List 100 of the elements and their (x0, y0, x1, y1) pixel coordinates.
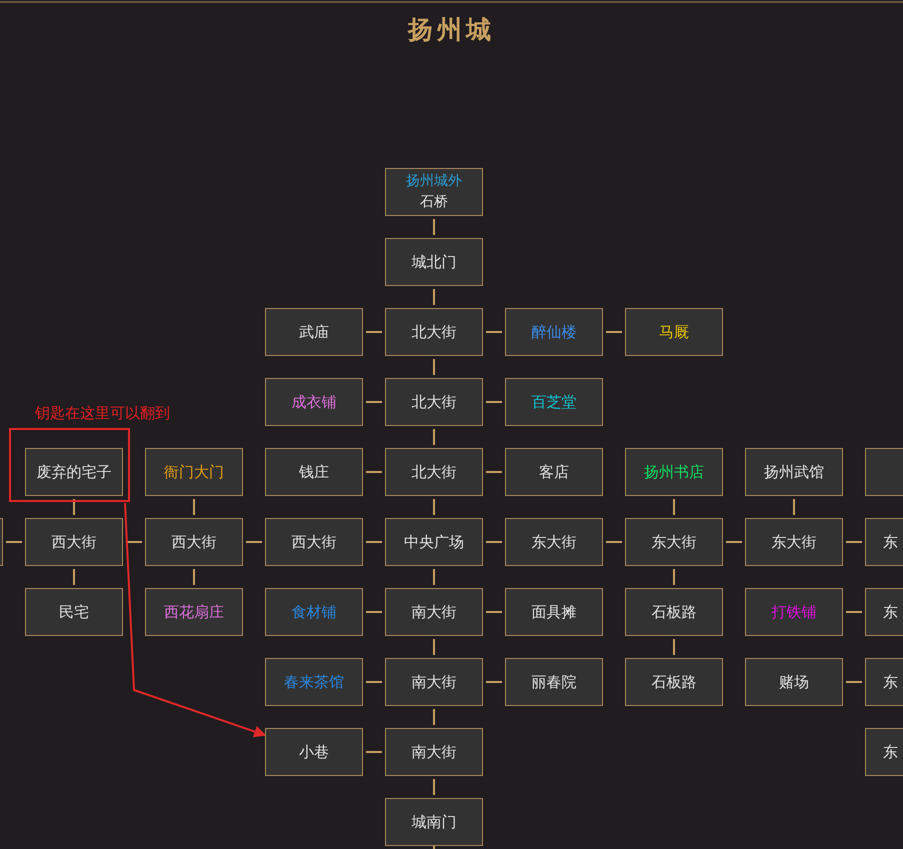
room-label: 面具摊 (532, 602, 576, 622)
room-box (745, 518, 843, 566)
connector-line (6, 541, 22, 543)
connector-line (793, 499, 795, 515)
room-box (145, 448, 243, 496)
room-label: 西大街 (52, 532, 96, 552)
connector-line (193, 499, 195, 515)
room-box (145, 588, 243, 636)
arrow (124, 502, 266, 738)
connector-line (486, 471, 502, 473)
room-box (625, 448, 723, 496)
room-label: 醉仙楼 (532, 322, 576, 342)
room-label: 武庙 (299, 322, 329, 342)
area-label: 扬州城外 (406, 172, 462, 191)
room-box (385, 448, 483, 496)
room-box (25, 588, 123, 636)
room-label: 扬州书店 (644, 462, 704, 482)
connector-line (606, 331, 622, 333)
room-label: 东 (883, 532, 898, 552)
room-label: 马厩 (659, 322, 689, 342)
room-label: 东大街 (772, 532, 816, 552)
room-label: 赌场 (779, 672, 809, 692)
room-box (145, 518, 243, 566)
connector-line (486, 331, 502, 333)
connector-line (726, 541, 742, 543)
room-label: 成衣铺 (292, 392, 336, 412)
room-label: 石板路 (652, 602, 696, 622)
room-box (385, 308, 483, 356)
room-box (385, 518, 483, 566)
room-label: 打铁铺 (772, 602, 816, 622)
connector-line (606, 541, 622, 543)
room-box (625, 308, 723, 356)
connector-line (673, 569, 675, 585)
room-label: 南大街 (412, 672, 456, 692)
connector-line (486, 541, 502, 543)
connector-line (486, 681, 502, 683)
room-box (865, 518, 903, 566)
room-label: 百芝堂 (532, 392, 576, 412)
room-label: 东大街 (652, 532, 696, 552)
room-box (0, 518, 3, 566)
room-label: 北大街 (412, 462, 456, 482)
room-label: 丽春院 (532, 672, 576, 692)
room-box (25, 448, 123, 496)
room-box (745, 588, 843, 636)
room-label: 中央广场 (404, 532, 464, 552)
connector-line (366, 541, 382, 543)
room-box (505, 518, 603, 566)
room-box (385, 728, 483, 776)
room-label: 城南门 (412, 812, 456, 832)
connector-line (366, 611, 382, 613)
room-box (625, 588, 723, 636)
room-box (265, 658, 363, 706)
connector-line (486, 401, 502, 403)
room-box (265, 378, 363, 426)
room-box (385, 378, 483, 426)
room-box (385, 168, 483, 216)
room-box (505, 378, 603, 426)
connector-line (193, 569, 195, 585)
room-box (505, 308, 603, 356)
connector-line (433, 779, 435, 795)
connector-line (433, 709, 435, 725)
room-label: 春来茶馆 (284, 672, 344, 692)
connector-line (366, 331, 382, 333)
map-title: 扬州城 (408, 15, 495, 44)
room-box (505, 588, 603, 636)
room-box (745, 448, 843, 496)
room-box (385, 588, 483, 636)
connector-line (246, 541, 262, 543)
room-label: 南大街 (412, 602, 456, 622)
connector-line (673, 639, 675, 655)
room-label: 东 (883, 672, 898, 692)
room-label: 南大街 (412, 742, 456, 762)
room-label: 北大街 (412, 392, 456, 412)
room-box (25, 518, 123, 566)
connector-line (846, 611, 862, 613)
room-box (865, 658, 903, 706)
room-label: 城北门 (412, 252, 456, 272)
connector-line (846, 541, 862, 543)
connector-line (73, 499, 75, 515)
room-box (505, 448, 603, 496)
connector-line (846, 681, 862, 683)
room-label: 客店 (539, 462, 569, 482)
room-box (865, 588, 903, 636)
room-label: 钱庄 (299, 462, 329, 482)
room-box (265, 448, 363, 496)
connector-line (433, 359, 435, 375)
room-box (385, 798, 483, 846)
room-box (625, 518, 723, 566)
room-label: 扬州武馆 (764, 462, 824, 482)
room-label: 食材铺 (292, 602, 336, 622)
room-label: 衙门大门 (164, 462, 224, 482)
room-label: 北大街 (412, 322, 456, 342)
room-box (745, 658, 843, 706)
room-box (865, 448, 903, 496)
room-box (505, 658, 603, 706)
room-label: 废弃的宅子 (36, 462, 112, 482)
room-label: 东大街 (532, 532, 576, 552)
room-label: 小巷 (299, 742, 329, 762)
connector-line (433, 639, 435, 655)
annotation-note: 钥匙在这里可以翻到 (35, 404, 170, 423)
